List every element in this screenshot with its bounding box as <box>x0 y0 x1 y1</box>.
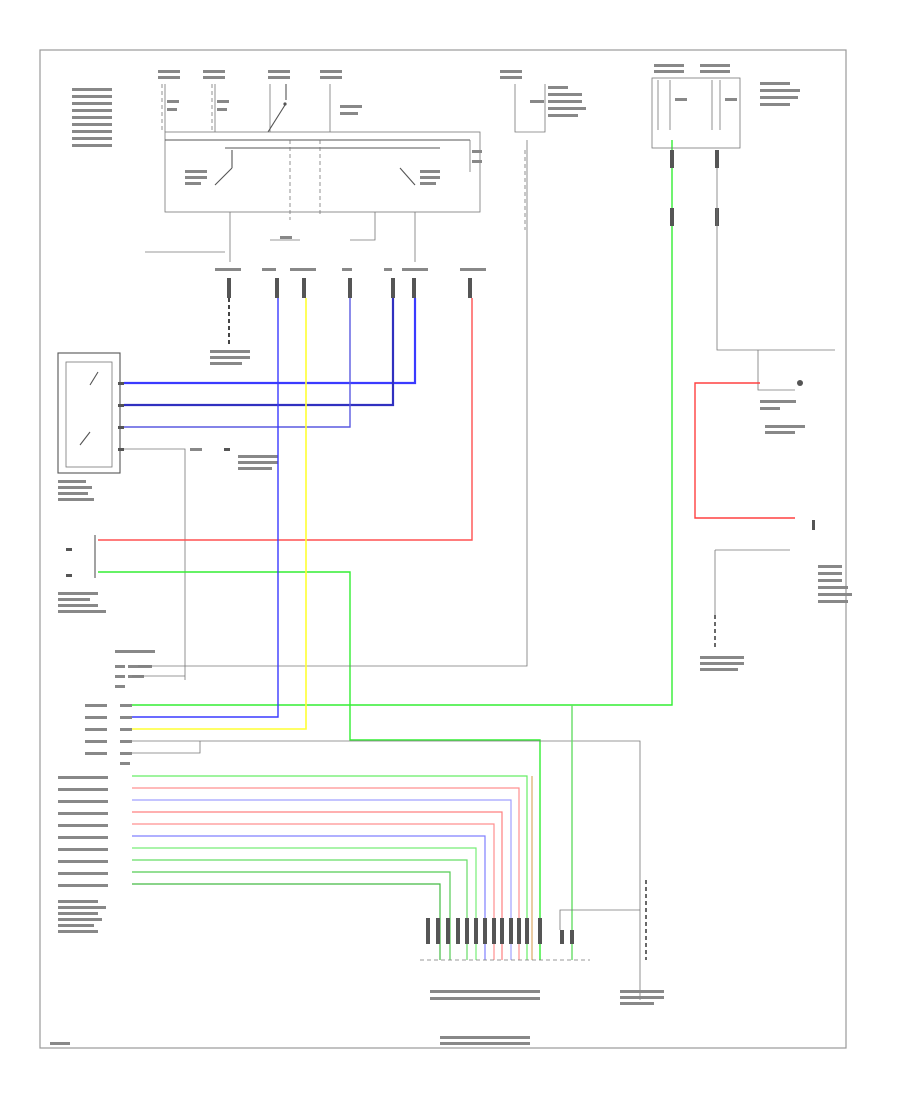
rear-washer-pump <box>700 549 852 671</box>
wire-rear-red <box>694 382 795 519</box>
relay-ground <box>210 298 250 365</box>
top-fuse-block <box>72 70 482 262</box>
front-wiper-relays <box>185 140 482 186</box>
power-distribution-label <box>72 88 112 147</box>
wire-washer-green <box>98 571 541 960</box>
combination-switch-wires <box>132 775 533 960</box>
front-wiper-motor <box>57 352 124 501</box>
wire-motor-lo-blue <box>124 298 417 385</box>
wire-motor-ground <box>124 448 186 680</box>
wire-bcm-blue <box>132 298 279 718</box>
ignition-relay <box>267 84 362 133</box>
front-washer-pump <box>58 535 106 613</box>
ground-points <box>620 880 664 1005</box>
relay-connector-row <box>215 268 486 298</box>
relay-box <box>164 131 481 213</box>
diagram-frame <box>39 49 847 1049</box>
wire-bcm-green-long <box>132 140 673 706</box>
body-control-module <box>58 650 155 933</box>
wire-motor-park-blue <box>124 298 351 428</box>
combination-switch <box>420 909 640 1045</box>
rear-wiper-motor <box>760 400 805 434</box>
wire-bcm-yellow <box>132 298 307 730</box>
wire-motor-hi-navy <box>124 298 395 407</box>
wire-washer-red <box>98 298 473 541</box>
footer-code-glyph <box>50 1042 70 1045</box>
rear-wiper-fuse <box>500 64 800 226</box>
